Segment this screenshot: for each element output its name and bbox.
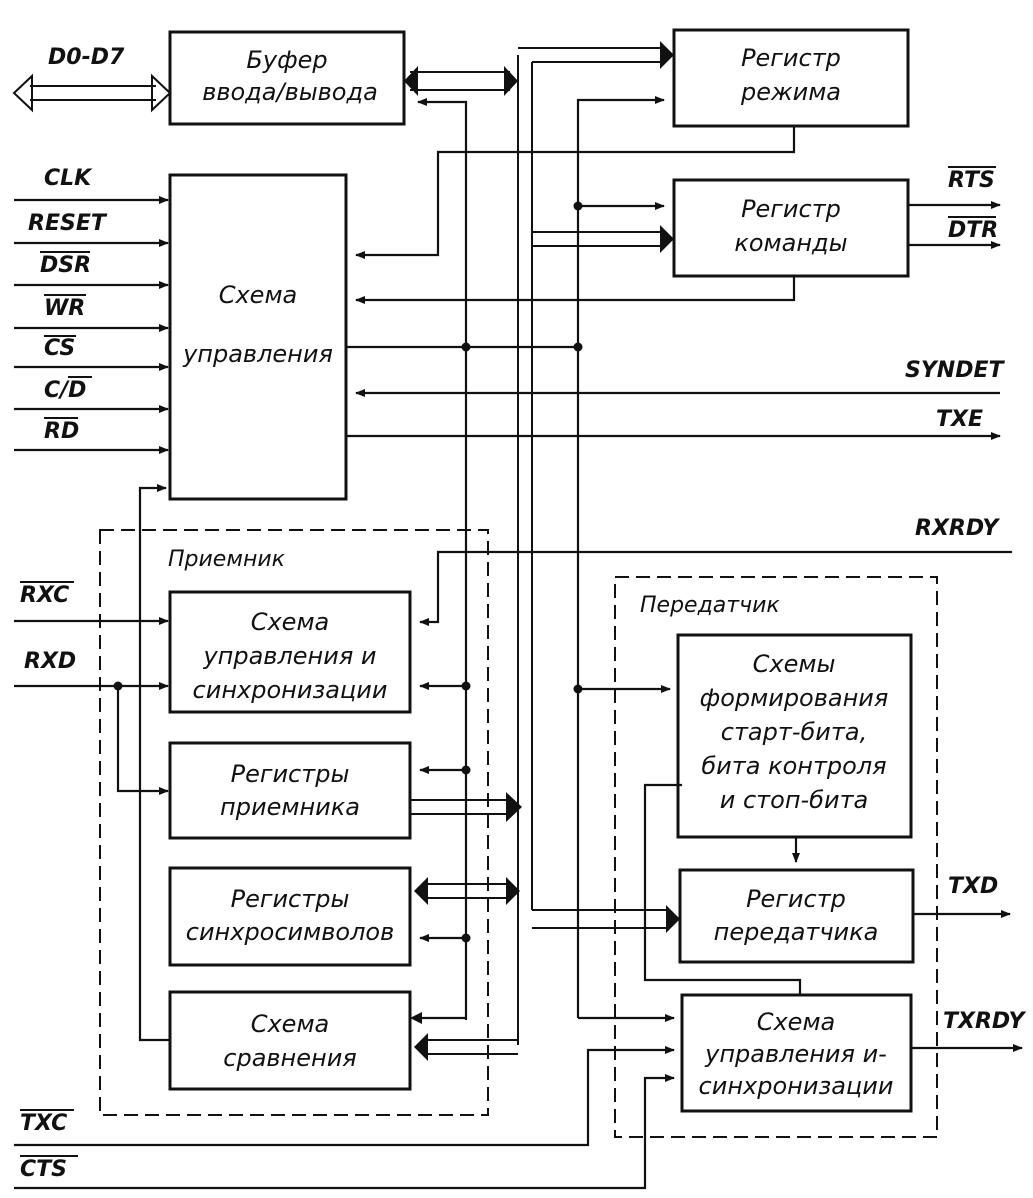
svg-text:DTR: DTR <box>948 218 998 243</box>
svg-text:Регистр: Регистр <box>741 44 841 72</box>
svg-text:передатчика: передатчика <box>714 918 879 946</box>
svg-text:RXRDY: RXRDY <box>915 516 1000 541</box>
rx-registers-block: Регистры приемника <box>168 741 412 840</box>
tx-bit-former-block: Схемы формирования старт-бита, бита конт… <box>676 633 913 839</box>
svg-text:Схема: Схема <box>757 1008 836 1036</box>
transmitter-group-label: Передатчик <box>640 593 780 618</box>
receiver-group-label: Приемник <box>168 547 286 572</box>
svg-text:Схемы: Схемы <box>753 650 836 678</box>
svg-text:DSR: DSR <box>40 253 91 278</box>
svg-text:TXE: TXE <box>936 407 983 432</box>
svg-text:CS: CS <box>44 336 75 361</box>
svg-text:сравнения: сравнения <box>223 1044 356 1072</box>
svg-text:Регистры: Регистры <box>231 760 350 788</box>
tx-register-block: Регистр передатчика <box>678 868 915 964</box>
comparator-block: Схема сравнения <box>168 990 412 1091</box>
svg-text:Схема: Схема <box>219 281 298 309</box>
data-bus-connector <box>12 73 172 113</box>
svg-text:синхросимволов: синхросимволов <box>186 918 395 946</box>
svg-text:синхронизации: синхронизации <box>699 1072 894 1100</box>
control-logic-block: Схема управления <box>168 173 348 501</box>
svg-text:TXRDY: TXRDY <box>943 1009 1026 1034</box>
svg-text:Регистр: Регистр <box>741 195 841 223</box>
connection-lines <box>14 96 1023 1190</box>
svg-text:управления и-: управления и- <box>704 1040 887 1068</box>
signal-labels: D0-D7 CLK RESET DSR WR CS C/D RD RTS DTR… <box>20 45 1026 1182</box>
svg-text:RXC: RXC <box>20 583 69 608</box>
svg-text:RESET: RESET <box>28 211 108 236</box>
svg-text:команды: команды <box>734 229 847 257</box>
svg-text:D0-D7: D0-D7 <box>48 45 125 70</box>
sync-registers-block: Регистры синхросимволов <box>168 866 412 967</box>
transmitter-group-frame <box>614 576 938 1138</box>
svg-text:RXD: RXD <box>24 649 76 674</box>
svg-text:Буфер: Буфер <box>246 46 327 74</box>
svg-text:Схема: Схема <box>251 608 330 636</box>
svg-text:SYNDET: SYNDET <box>905 358 1005 383</box>
svg-text:RTS: RTS <box>948 168 995 193</box>
svg-text:бита контроля: бита контроля <box>701 752 886 780</box>
svg-text:ввода/вывода: ввода/вывода <box>202 78 378 106</box>
svg-text:TXC: TXC <box>20 1111 67 1136</box>
svg-text:TXD: TXD <box>948 874 998 899</box>
signal-overbars <box>20 166 996 1157</box>
svg-text:Регистр: Регистр <box>746 885 846 913</box>
svg-text:CTS: CTS <box>20 1157 67 1182</box>
svg-text:управления: управления <box>182 340 333 368</box>
tx-control-block: Схема управления и- синхронизации <box>680 993 913 1113</box>
svg-text:Схема: Схема <box>251 1010 330 1038</box>
command-register-block: Регистр команды <box>672 178 910 278</box>
svg-text:WR: WR <box>44 296 85 321</box>
svg-text:C/D: C/D <box>44 378 86 403</box>
svg-text:RD: RD <box>44 419 79 444</box>
svg-text:старт-бита,: старт-бита, <box>721 718 867 746</box>
svg-text:формирования: формирования <box>700 684 889 712</box>
mode-register-block: Регистр режима <box>672 28 910 128</box>
internal-bus <box>404 41 680 1061</box>
svg-text:CLK: CLK <box>44 166 93 191</box>
svg-text:Регистры: Регистры <box>231 885 350 913</box>
io-buffer-block: Буфер ввода/вывода <box>168 30 406 126</box>
svg-text:режима: режима <box>740 78 841 106</box>
svg-text:синхронизации: синхронизации <box>193 676 388 704</box>
svg-text:и стоп-бита: и стоп-бита <box>720 786 869 814</box>
svg-text:управления и: управления и <box>202 642 376 670</box>
receiver-group-frame <box>99 529 489 1116</box>
rx-control-block: Схема управления и синхронизации <box>168 590 412 714</box>
svg-text:приемника: приемника <box>220 793 360 821</box>
junction-dots <box>113 201 583 943</box>
